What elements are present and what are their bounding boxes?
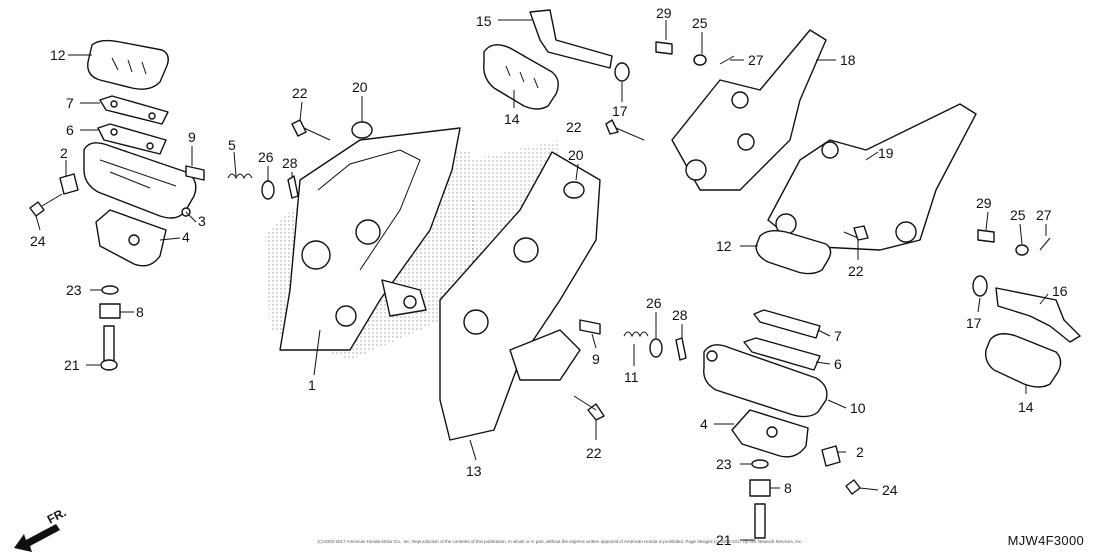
callout-label: 2 bbox=[60, 145, 68, 161]
callout-label: 27 bbox=[1036, 207, 1052, 223]
callout-label: 17 bbox=[612, 103, 628, 119]
callout-label: 8 bbox=[136, 304, 144, 320]
callout-label: 25 bbox=[1010, 207, 1026, 223]
callout-label: 16 bbox=[1052, 283, 1068, 299]
callout-label: 5 bbox=[228, 137, 236, 153]
leader-lines bbox=[35, 19, 1049, 541]
callout-label: 7 bbox=[66, 95, 74, 111]
callout-label: 2 bbox=[856, 444, 864, 460]
callout-label: 24 bbox=[882, 482, 898, 498]
copyright-notice: (c) 2003-2017 American Honda Motor Co., … bbox=[317, 539, 803, 544]
callout-label: 11 bbox=[624, 369, 639, 385]
left-footpeg-assembly bbox=[29, 39, 299, 371]
callout-label: 28 bbox=[672, 307, 688, 323]
callout-label: 17 bbox=[966, 315, 982, 331]
callout-label: 24 bbox=[30, 233, 46, 249]
callout-label: 10 bbox=[850, 400, 866, 416]
callout-label: 29 bbox=[656, 5, 672, 21]
callout-label: 12 bbox=[716, 238, 732, 254]
callout-label: 12 bbox=[50, 47, 66, 63]
callout-label: 20 bbox=[352, 79, 368, 95]
callout-label: 18 bbox=[840, 52, 856, 68]
right-brackets bbox=[655, 29, 1051, 256]
callout-label: 9 bbox=[188, 129, 196, 145]
callout-label: 22 bbox=[586, 445, 602, 461]
callout-label: 29 bbox=[976, 195, 992, 211]
callout-label: 4 bbox=[182, 229, 190, 245]
callout-label: 19 bbox=[878, 145, 894, 161]
callout-label: 14 bbox=[504, 111, 520, 127]
callout-labels: 12 7 6 2 24 3 4 23 8 21 9 5 26 28 22 20 … bbox=[30, 5, 1068, 548]
callout-label: 6 bbox=[834, 356, 842, 372]
callout-label: 7 bbox=[834, 328, 842, 344]
callout-label: 26 bbox=[646, 295, 662, 311]
right-footpeg-assembly bbox=[579, 225, 1081, 539]
left-holder-plate bbox=[279, 119, 461, 351]
callout-label: 6 bbox=[66, 122, 74, 138]
callout-label: 8 bbox=[784, 480, 792, 496]
callout-label: 1 bbox=[308, 377, 316, 393]
callout-label: 27 bbox=[748, 52, 764, 68]
callout-label: 21 bbox=[64, 357, 80, 373]
callout-label: 23 bbox=[716, 456, 732, 472]
callout-label: 25 bbox=[692, 15, 708, 31]
callout-label: 4 bbox=[700, 416, 708, 432]
callout-label: 22 bbox=[566, 119, 582, 135]
front-arrow-icon bbox=[14, 524, 60, 552]
callout-label: 21 bbox=[716, 532, 732, 548]
callout-label: 22 bbox=[848, 263, 864, 279]
front-direction-indicator: FR. bbox=[14, 505, 68, 552]
callout-label: 3 bbox=[198, 213, 206, 229]
top-pin-and-rubber bbox=[483, 9, 645, 141]
callout-label: 28 bbox=[282, 155, 298, 171]
callout-label: 20 bbox=[568, 147, 584, 163]
callout-label: 14 bbox=[1018, 399, 1034, 415]
callout-label: 26 bbox=[258, 149, 274, 165]
right-holder-plate bbox=[439, 151, 605, 441]
front-direction-label: FR. bbox=[45, 505, 69, 526]
callout-label: 22 bbox=[292, 85, 308, 101]
callout-label: 9 bbox=[592, 351, 600, 367]
callout-label: 23 bbox=[66, 282, 82, 298]
diagram-code: MJW4F3000 bbox=[1007, 533, 1084, 548]
callout-label: 15 bbox=[476, 13, 492, 29]
callout-label: 13 bbox=[466, 463, 482, 479]
